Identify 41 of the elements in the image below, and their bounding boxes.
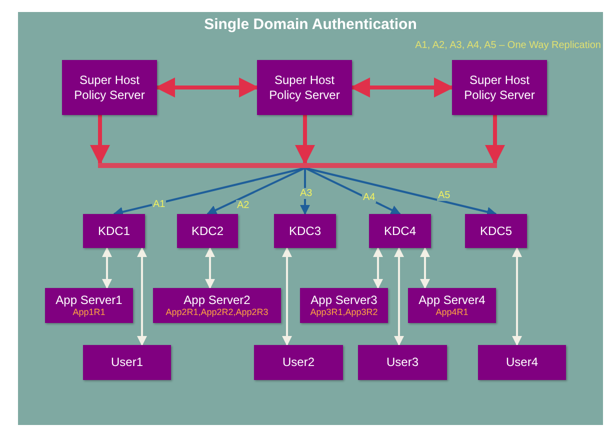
server-box: KDC1	[83, 214, 145, 248]
arrow	[350, 78, 454, 98]
arrow	[420, 247, 430, 289]
server-box: KDC3	[274, 214, 336, 248]
arrow	[373, 247, 383, 289]
arrow	[205, 247, 215, 289]
server-box: User3	[358, 345, 447, 380]
edge-label: A3	[299, 188, 314, 199]
arrow	[304, 167, 497, 217]
server-box: App Server3 App3R1,App3R2	[300, 288, 388, 323]
edge-label: A4	[362, 192, 376, 203]
arrow	[304, 167, 401, 215]
server-box: Super Host Policy Server	[452, 60, 547, 115]
server-box: User1	[83, 345, 171, 380]
server-box: KDC5	[465, 214, 527, 248]
arrow	[282, 247, 292, 346]
server-box: App Server2 App2R1,App2R2,App2R3	[153, 288, 281, 323]
server-box: App Server1 App1R1	[45, 288, 133, 323]
arrow	[137, 247, 147, 346]
edge-label: A1	[152, 199, 166, 210]
server-box: Super Host Policy Server	[257, 60, 352, 115]
server-box: KDC4	[369, 214, 431, 248]
connector-bar	[98, 163, 497, 168]
arrow	[102, 247, 112, 289]
edge-label: A2	[236, 200, 250, 211]
server-box: User2	[254, 345, 343, 380]
arrow	[206, 167, 306, 215]
server-box: KDC2	[177, 214, 238, 248]
arrow	[90, 115, 110, 165]
arrow	[300, 168, 310, 215]
arrow	[512, 247, 522, 346]
arrow	[295, 115, 315, 165]
server-box: Super Host Policy Server	[62, 60, 157, 115]
arrow	[394, 247, 404, 346]
diagram-title: Single Domain Authentication	[203, 16, 418, 33]
arrow	[155, 78, 259, 98]
server-box: User4	[478, 345, 566, 380]
arrow	[485, 115, 505, 165]
legend-note: A1, A2, A3, A4, A5 – One Way Replication	[415, 40, 601, 51]
edge-label: A5	[437, 190, 452, 201]
server-box: App Server4 App4R1	[408, 288, 496, 323]
